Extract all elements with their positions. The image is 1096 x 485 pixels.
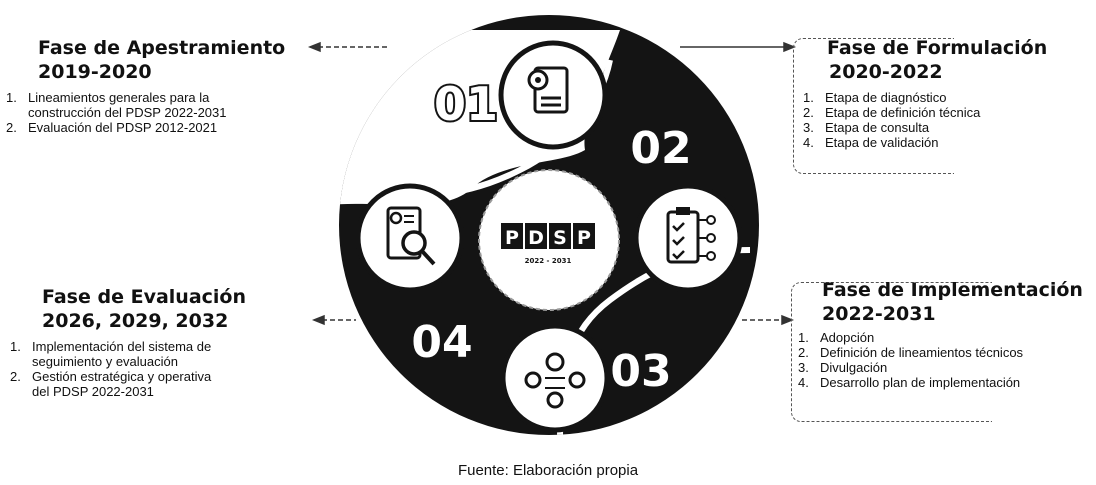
pdsp-logo: P D S P 2022 - 2031 <box>501 223 595 265</box>
phase-item: 1.Adopción <box>798 330 875 345</box>
phase-title-text: Fase de Apestramiento <box>38 37 286 59</box>
phase-title: Fase de Apestramiento 2019-2020 <box>38 36 306 84</box>
connector-arrow-phase-3 <box>742 314 795 326</box>
segment-number-03: 03 <box>610 346 671 397</box>
phase-item: 1.Implementación del sistema de <box>10 339 212 354</box>
phase-years: 2022-2031 <box>822 303 936 325</box>
phase-item: 4.Etapa de validación <box>803 135 939 150</box>
phase-item: 1.Lineamientos generales para la <box>6 90 210 105</box>
phase-evaluacion: Fase de Evaluación 2026, 2029, 2032 1.Im… <box>10 285 310 399</box>
phase-item-list: 1.Etapa de diagnóstico 2.Etapa de defini… <box>803 90 1093 150</box>
phase-title-text: Fase de Evaluación <box>42 286 246 308</box>
pdsp-logo-letter: P <box>577 227 591 249</box>
report-magnifier-icon <box>355 183 465 293</box>
phase-title: Fase de Implementación 2022-2031 <box>822 278 1094 326</box>
team-network-icon <box>500 323 610 433</box>
pdsp-logo-letter: P <box>505 227 519 249</box>
phase-item: del PDSP 2022-2031 <box>32 384 154 399</box>
phase-item: construcción del PDSP 2022-2031 <box>28 105 227 120</box>
phase-item: seguimiento y evaluación <box>32 354 178 369</box>
phase-item-list: 1.Lineamientos generales para la constru… <box>6 90 306 135</box>
phase-years: 2020-2022 <box>829 61 943 83</box>
phase-item-list: 1.Adopción 2.Definición de lineamientos … <box>798 330 1094 390</box>
connector-arrow-phase-2 <box>680 41 797 53</box>
phase-years: 2019-2020 <box>38 61 152 83</box>
phase-item: 1.Etapa de diagnóstico <box>803 90 947 105</box>
phase-item-list: 1.Implementación del sistema de seguimie… <box>10 339 310 399</box>
phase-item: 4.Desarrollo plan de implementación <box>798 375 1021 390</box>
connector-arrow-phase-1 <box>307 41 388 53</box>
phase-3-bracket <box>791 282 992 422</box>
phase-item: 2.Definición de lineamientos técnicos <box>798 345 1024 360</box>
pdsp-logo-years: 2022 - 2031 <box>525 257 572 265</box>
segment-number-02: 02 <box>630 123 691 174</box>
segment-number-04: 04 <box>411 317 472 368</box>
pdsp-logo-letter: S <box>553 227 567 249</box>
figure-caption: Fuente: Elaboración propia <box>457 462 639 479</box>
phase-item: 2.Evaluación del PDSP 2012-2021 <box>6 120 218 135</box>
phase-years: 2026, 2029, 2032 <box>42 310 229 332</box>
phase-item: 2.Gestión estratégica y operativa <box>10 369 212 384</box>
phase-title: Fase de Evaluación 2026, 2029, 2032 <box>42 285 310 333</box>
pdsp-logo-letter: D <box>528 227 544 249</box>
phase-item: 3.Divulgación <box>798 360 888 375</box>
document-gear-icon <box>498 40 608 150</box>
phase-item: 3.Etapa de consulta <box>803 120 930 135</box>
phase-2-bracket <box>793 38 954 174</box>
phase-implementacion: Fase de Implementación 2022-2031 1.Adopc… <box>798 278 1094 390</box>
phase-title-text: Fase de Implementación <box>822 279 1083 301</box>
phase-item: 2.Etapa de definición técnica <box>803 105 981 120</box>
checklist-clipboard-icon <box>633 183 743 293</box>
phase-apestramiento: Fase de Apestramiento 2019-2020 1.Lineam… <box>6 36 306 135</box>
segment-number-01: 01 <box>434 77 498 131</box>
phase-title-text: Fase de Formulación <box>827 37 1048 59</box>
connector-arrow-phase-4 <box>311 314 356 326</box>
phase-title: Fase de Formulación 2020-2022 <box>827 36 1093 84</box>
phase-formulacion: Fase de Formulación 2020-2022 1.Etapa de… <box>803 36 1093 150</box>
